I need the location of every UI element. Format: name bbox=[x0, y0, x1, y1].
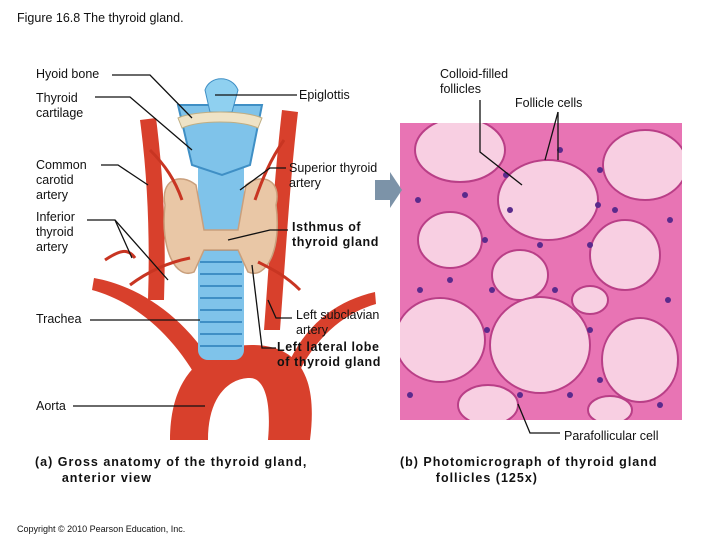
right-common-carotid bbox=[140, 118, 165, 300]
label-trachea: Trachea bbox=[36, 312, 82, 326]
label-superior-thyroid-artery: Superior thyroid artery bbox=[289, 161, 378, 190]
label-epiglottis: Epiglottis bbox=[299, 88, 350, 102]
label-colloid-filled-follicles: Colloid-filled follicles bbox=[440, 67, 509, 96]
left-subclavian-artery bbox=[290, 292, 376, 370]
label-common-carotid-artery: Common carotid artery bbox=[36, 158, 87, 202]
gross-anatomy-drawing bbox=[92, 78, 376, 440]
trachea-shape bbox=[198, 150, 244, 360]
caption-a: (a) Gross anatomy of the thyroid gland, … bbox=[35, 455, 308, 485]
label-left-subclavian-artery: Left subclavian artery bbox=[296, 308, 380, 337]
hyoid-bone-shape bbox=[177, 111, 263, 129]
micrograph bbox=[400, 123, 682, 420]
left-common-carotid bbox=[264, 110, 298, 330]
label-aorta: Aorta bbox=[36, 399, 66, 413]
magnify-arrow bbox=[375, 172, 402, 208]
label-parafollicular-cell: Parafollicular cell bbox=[564, 429, 659, 443]
right-subclavian-artery bbox=[92, 278, 214, 380]
copyright: Copyright © 2010 Pearson Education, Inc. bbox=[17, 524, 186, 534]
label-hyoid-bone: Hyoid bone bbox=[36, 67, 100, 81]
label-left-lateral-lobe: Left lateral lobe of thyroid gland bbox=[277, 340, 382, 369]
label-thyroid-cartilage: Thyroid cartilage bbox=[36, 91, 84, 120]
label-inferior-thyroid-artery: Inferior thyroid artery bbox=[36, 210, 75, 254]
label-isthmus: Isthmus of thyroid gland bbox=[292, 220, 379, 249]
label-follicle-cells: Follicle cells bbox=[515, 96, 583, 110]
caption-b: (b) Photomicrograph of thyroid gland fol… bbox=[400, 455, 658, 485]
figure-title: Figure 16.8 The thyroid gland. bbox=[17, 11, 184, 25]
leader-lines bbox=[73, 74, 560, 434]
thyroid-gland-shape bbox=[163, 178, 278, 275]
